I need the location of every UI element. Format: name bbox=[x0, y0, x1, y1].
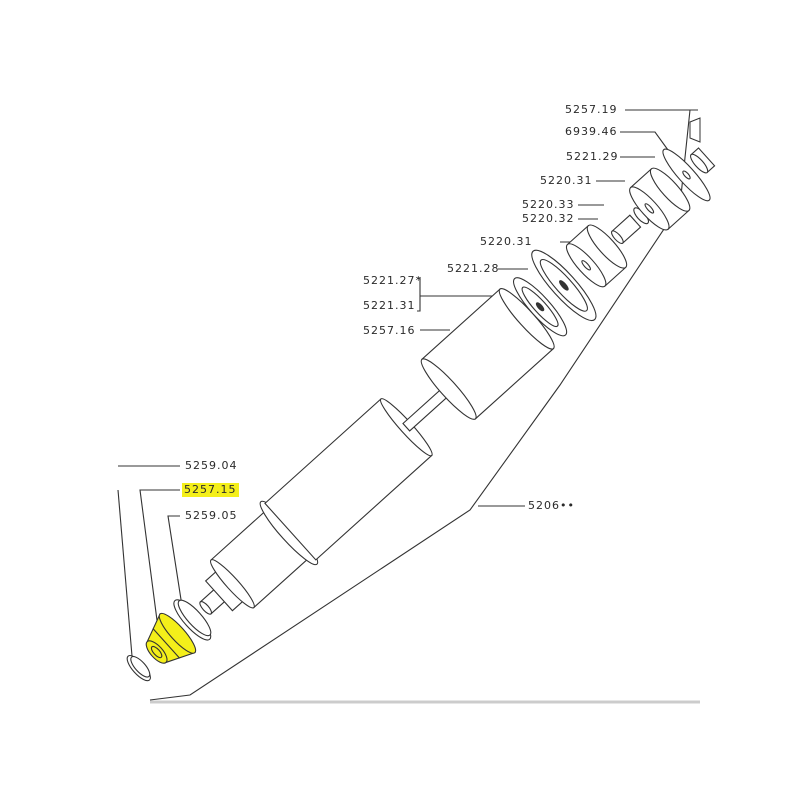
label-6939-46: 6939.46 bbox=[565, 125, 618, 138]
label-5220-33: 5220.33 bbox=[522, 198, 575, 211]
label-5257-15: 5257.15 bbox=[182, 483, 239, 497]
label-5220-31-top: 5220.31 bbox=[540, 174, 593, 187]
assembly-outline bbox=[149, 109, 691, 701]
label-5221-27: 5221.27* bbox=[363, 274, 422, 287]
outline-left bbox=[117, 489, 134, 669]
label-5221-29: 5221.29 bbox=[566, 150, 619, 163]
label-5257-19: 5257.19 bbox=[565, 103, 618, 116]
label-5257-16: 5257.16 bbox=[363, 324, 416, 337]
label-5220-31-bottom: 5220.31 bbox=[480, 235, 533, 248]
boot-5257-15 bbox=[145, 612, 197, 664]
label-5220-32: 5220.32 bbox=[522, 212, 575, 225]
label-5259-05: 5259.05 bbox=[185, 509, 238, 522]
label-5259-04: 5259.04 bbox=[185, 459, 238, 472]
label-5206: 5206•• bbox=[528, 499, 575, 512]
label-5221-31: 5221.31 bbox=[363, 299, 416, 312]
part-5257-19 bbox=[689, 117, 701, 143]
label-5221-28: 5221.28 bbox=[447, 262, 500, 275]
